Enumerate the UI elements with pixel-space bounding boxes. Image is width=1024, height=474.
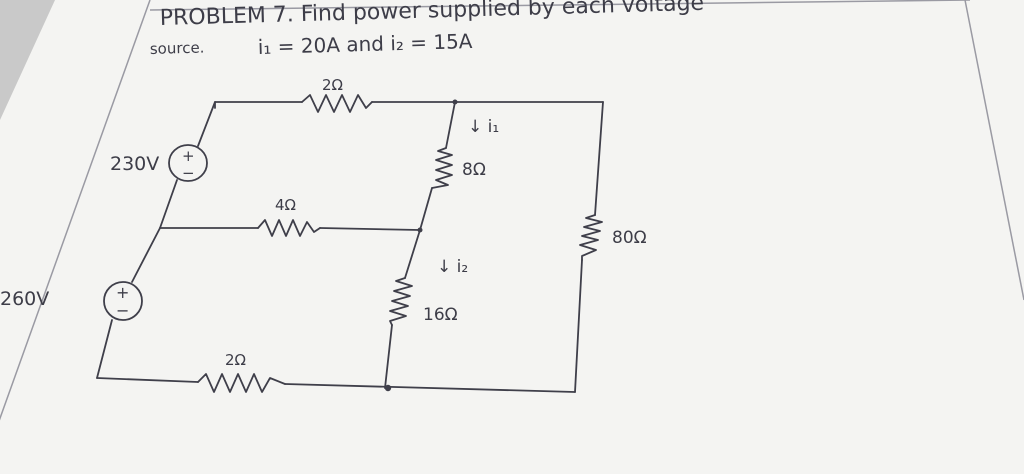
- border-line-left: [0, 0, 151, 421]
- resistor-top-zigzag: [301, 94, 373, 113]
- source-bottom-minus: −: [116, 301, 129, 320]
- border-line-right: [964, 0, 1024, 301]
- wire-center-mid: [419, 187, 433, 231]
- resistor-top-label: 2Ω: [322, 76, 343, 94]
- resistor-right-upper-zigzag: [431, 147, 453, 189]
- junction-top: [452, 99, 458, 105]
- junction-bottom: [384, 384, 392, 392]
- border-line-top: [149, 0, 971, 11]
- current-i2-label: ↓ i₂: [437, 257, 468, 277]
- junction-middle: [417, 227, 423, 233]
- resistor-far-right-zigzag: [579, 214, 603, 261]
- wire-left-upper: [197, 101, 216, 147]
- source-top-minus: −: [182, 164, 195, 182]
- paper-shadow-edge: [0, 0, 55, 120]
- wire-left-bottom: [96, 319, 113, 379]
- wire-center-bottom: [384, 324, 393, 389]
- resistor-right-upper-label: 8Ω: [462, 160, 486, 180]
- wire-bottom-right: [284, 383, 576, 393]
- source-top-plus: +: [182, 147, 195, 165]
- wire-left-lower: [131, 227, 161, 283]
- resistor-middle-label: 4Ω: [275, 196, 296, 214]
- source-bottom-label: 260V: [0, 288, 49, 310]
- resistor-right-lower-label: 16Ω: [423, 305, 458, 325]
- source-bottom-plus: +: [116, 283, 129, 302]
- circuit-wires: [96, 101, 604, 393]
- resistor-right-lower-zigzag: [389, 277, 413, 326]
- wire-right-top: [594, 101, 604, 216]
- problem-line-2-word: source.: [150, 38, 205, 58]
- resistor-far-right-label: 80Ω: [612, 228, 647, 248]
- resistor-bottom-zigzag: [197, 373, 286, 393]
- wire-center-top: [445, 101, 456, 149]
- wire-left-between: [159, 179, 178, 229]
- resistor-bottom-label: 2Ω: [225, 351, 246, 369]
- voltage-source-bottom: + −: [103, 281, 143, 321]
- resistor-middle-zigzag: [257, 219, 321, 237]
- wire-right-bottom: [574, 259, 583, 393]
- wire-center-lower: [404, 229, 421, 279]
- wire-middle-right: [319, 227, 421, 231]
- voltage-source-top: + −: [168, 144, 208, 182]
- source-top-label: 230V: [110, 153, 159, 175]
- current-i1-label: ↓ i₁: [468, 117, 499, 137]
- wire-bottom-left: [96, 377, 199, 383]
